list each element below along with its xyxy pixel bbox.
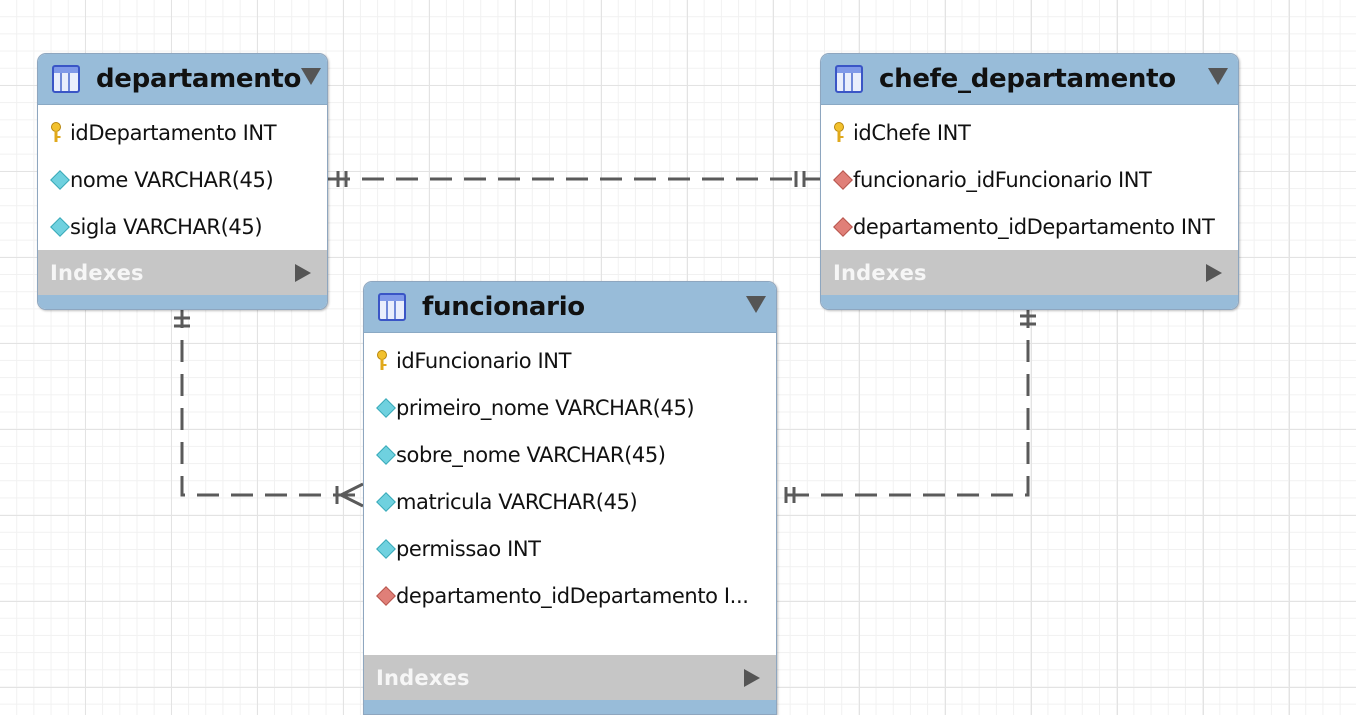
expand-triangle-icon[interactable] bbox=[1206, 263, 1222, 282]
column-row[interactable]: departamento_idDepartamento INT bbox=[821, 203, 1238, 250]
cardinality-many-crowfoot bbox=[340, 482, 364, 497]
collapse-triangle-icon[interactable] bbox=[746, 295, 766, 313]
table-icon bbox=[52, 65, 80, 93]
table-funcionario[interactable]: funcionario idFuncionario INT primeiro_n… bbox=[363, 281, 777, 715]
column-label: departamento_idDepartamento I... bbox=[396, 583, 749, 608]
table-header[interactable]: departamento bbox=[38, 54, 327, 105]
table-title: chefe_departamento bbox=[879, 64, 1176, 94]
indexes-bar[interactable]: Indexes bbox=[38, 250, 327, 295]
table-departamento[interactable]: departamento idDepartamento INT nome VAR… bbox=[37, 53, 328, 310]
column-label: funcionario_idFuncionario INT bbox=[853, 167, 1152, 192]
column-label: primeiro_nome VARCHAR(45) bbox=[396, 395, 695, 420]
column-list: idChefe INT funcionario_idFuncionario IN… bbox=[821, 105, 1238, 250]
column-label: nome VARCHAR(45) bbox=[70, 167, 274, 192]
table-title: departamento bbox=[96, 64, 302, 94]
indexes-bar[interactable]: Indexes bbox=[821, 250, 1238, 295]
column-row[interactable]: idChefe INT bbox=[821, 109, 1238, 156]
column-list: idFuncionario INT primeiro_nome VARCHAR(… bbox=[364, 333, 776, 655]
diamond-icon bbox=[833, 169, 853, 190]
column-row[interactable]: idFuncionario INT bbox=[364, 337, 776, 384]
column-label: permissao INT bbox=[396, 536, 541, 561]
table-icon bbox=[835, 65, 863, 93]
column-row[interactable]: departamento_idDepartamento I... bbox=[364, 572, 776, 619]
column-row[interactable]: sigla VARCHAR(45) bbox=[38, 203, 327, 250]
table-footer bbox=[38, 295, 327, 309]
column-label: idFuncionario INT bbox=[396, 348, 572, 373]
column-row[interactable]: idDepartamento INT bbox=[38, 109, 327, 156]
column-label: sigla VARCHAR(45) bbox=[70, 214, 263, 239]
column-label: matricula VARCHAR(45) bbox=[396, 489, 638, 514]
indexes-label: Indexes bbox=[376, 665, 470, 690]
indexes-label: Indexes bbox=[833, 260, 927, 285]
column-label: sobre_nome VARCHAR(45) bbox=[396, 442, 666, 467]
column-label: idDepartamento INT bbox=[70, 120, 277, 145]
table-header[interactable]: chefe_departamento bbox=[821, 54, 1238, 105]
column-row[interactable]: sobre_nome VARCHAR(45) bbox=[364, 431, 776, 478]
collapse-triangle-icon[interactable] bbox=[301, 67, 322, 85]
column-row[interactable]: permissao INT bbox=[364, 525, 776, 572]
diamond-icon bbox=[50, 169, 70, 190]
diamond-icon bbox=[376, 585, 396, 606]
column-label: idChefe INT bbox=[853, 120, 971, 145]
table-header[interactable]: funcionario bbox=[364, 282, 776, 333]
diamond-icon bbox=[50, 216, 70, 237]
diamond-icon bbox=[376, 538, 396, 559]
column-row[interactable]: primeiro_nome VARCHAR(45) bbox=[364, 384, 776, 431]
expand-triangle-icon[interactable] bbox=[295, 263, 311, 282]
table-title: funcionario bbox=[422, 292, 585, 322]
indexes-label: Indexes bbox=[50, 260, 144, 285]
diamond-icon bbox=[376, 491, 396, 512]
diamond-icon bbox=[376, 444, 396, 465]
column-label: departamento_idDepartamento INT bbox=[853, 214, 1215, 239]
table-chefe-departamento[interactable]: chefe_departamento idChefe INT funcionar… bbox=[820, 53, 1239, 310]
key-icon bbox=[833, 121, 845, 144]
table-footer bbox=[821, 295, 1238, 309]
relationship-departamento-funcionario[interactable] bbox=[180, 306, 363, 497]
column-list: idDepartamento INT nome VARCHAR(45) sigl… bbox=[38, 105, 327, 250]
cardinality-many-crowfoot bbox=[340, 493, 364, 508]
indexes-bar[interactable]: Indexes bbox=[364, 655, 776, 700]
diamond-icon bbox=[833, 216, 853, 237]
relationship-chefe-funcionario[interactable] bbox=[776, 306, 1030, 497]
table-icon bbox=[378, 293, 406, 321]
expand-triangle-icon[interactable] bbox=[744, 668, 760, 687]
collapse-triangle-icon[interactable] bbox=[1208, 67, 1228, 85]
column-row[interactable]: matricula VARCHAR(45) bbox=[364, 478, 776, 525]
key-icon bbox=[50, 121, 62, 144]
key-icon bbox=[376, 349, 388, 372]
diamond-icon bbox=[376, 397, 396, 418]
column-row[interactable]: nome VARCHAR(45) bbox=[38, 156, 327, 203]
table-footer bbox=[364, 700, 776, 714]
column-row[interactable]: funcionario_idFuncionario INT bbox=[821, 156, 1238, 203]
